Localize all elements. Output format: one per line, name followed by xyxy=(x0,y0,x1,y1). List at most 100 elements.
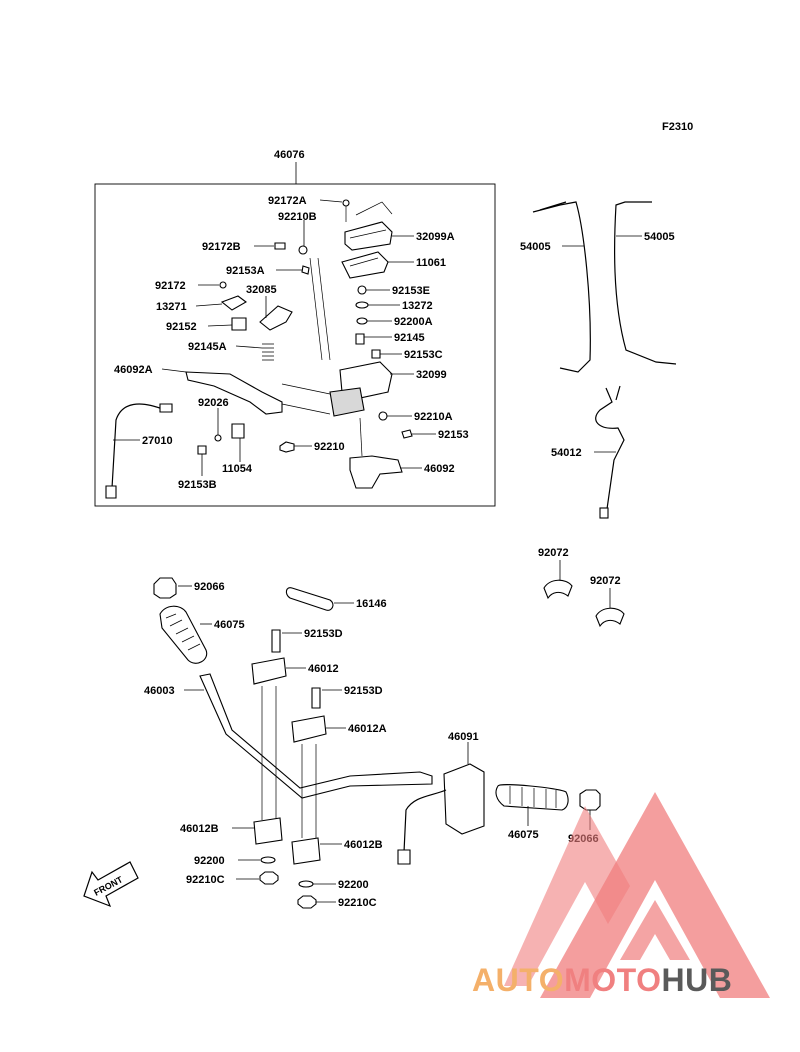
brake-lever-icon xyxy=(185,371,283,415)
part-label: 92153C xyxy=(404,349,443,361)
part-label: 32099 xyxy=(416,369,447,381)
part-label: 11054 xyxy=(222,463,253,475)
part-label: 92200 xyxy=(194,855,225,867)
bracket-icon xyxy=(259,305,293,331)
watermark-moto: MOTO xyxy=(564,962,662,998)
clamp-icon xyxy=(543,579,573,600)
part-label: 92153A xyxy=(226,265,265,277)
clamp-icon xyxy=(595,607,625,628)
part-label: 54005 xyxy=(520,241,551,253)
part-label: 92153B xyxy=(178,479,217,491)
clamp-top-icon xyxy=(291,715,327,743)
part-label: 16146 xyxy=(356,598,387,610)
part-label: 13272 xyxy=(402,300,433,312)
washer-icon xyxy=(298,880,314,888)
part-label: 92200 xyxy=(338,879,369,891)
grip-icon xyxy=(159,605,208,664)
part-label: 92210C xyxy=(186,874,225,886)
part-label: 46075 xyxy=(508,829,539,841)
washer-icon xyxy=(298,245,308,255)
diagram-code: F2310 xyxy=(662,121,693,133)
part-label: 13271 xyxy=(156,301,187,313)
bolt-icon xyxy=(311,687,321,709)
handlebar-icon xyxy=(199,673,433,799)
part-label: 92145A xyxy=(188,341,227,353)
cap-assembly xyxy=(341,199,393,279)
screw-icon xyxy=(219,281,227,289)
throttle-lever-icon xyxy=(349,455,403,489)
bracket-icon xyxy=(231,423,245,439)
switch-icon xyxy=(159,403,173,413)
part-label: 11061 xyxy=(416,257,446,269)
screw-icon xyxy=(371,349,381,359)
throttle-cables xyxy=(532,201,677,519)
nut-icon xyxy=(297,895,317,909)
nut-icon xyxy=(378,411,388,421)
bar-end-icon xyxy=(153,577,177,599)
part-label: 92210B xyxy=(278,211,317,223)
part-label: 92072 xyxy=(590,575,621,587)
connector-icon xyxy=(105,485,117,499)
part-label: 92172B xyxy=(202,241,241,253)
plate-icon xyxy=(220,295,247,311)
grip-icon xyxy=(495,784,569,811)
throttle-wire xyxy=(403,789,447,853)
part-label: 46012 xyxy=(308,663,339,675)
switch-wire xyxy=(111,403,166,489)
part-label: 46003 xyxy=(144,685,175,697)
bolt-icon xyxy=(274,242,286,250)
watermark-auto: AUTO xyxy=(472,962,565,998)
collar-icon xyxy=(231,317,247,331)
part-label: 92152 xyxy=(166,321,197,333)
part-label: 92210C xyxy=(338,897,377,909)
screw-icon xyxy=(197,445,207,455)
part-label: 46012A xyxy=(348,723,387,735)
assembly-frame xyxy=(94,183,496,507)
clamp-bottom-icon xyxy=(291,837,321,865)
part-label: 46012B xyxy=(180,823,219,835)
part-label: 32085 xyxy=(246,284,277,296)
part-label: 92153D xyxy=(304,628,343,640)
part-label: 46091 xyxy=(448,731,479,743)
watermark-text: AUTOMOTOHUB xyxy=(472,962,798,999)
part-label: 92026 xyxy=(198,397,229,409)
leader-lines-box xyxy=(113,199,436,476)
washer-icon xyxy=(214,434,222,442)
part-label: 92210A xyxy=(414,411,453,423)
part-label: 92153E xyxy=(392,285,430,297)
washer-icon xyxy=(356,317,368,325)
sleeve-icon xyxy=(285,587,334,611)
screw-icon xyxy=(357,285,367,295)
clamp-bottom-icon xyxy=(253,817,283,845)
part-label: 92072 xyxy=(538,547,569,559)
piston-icon xyxy=(355,333,365,345)
clamp-top-icon xyxy=(251,657,287,685)
washer-icon xyxy=(260,856,276,864)
grip-pattern xyxy=(509,786,557,808)
part-label: 92066 xyxy=(194,581,225,593)
throttle-housing-icon xyxy=(443,763,485,835)
part-label: 92153D xyxy=(344,685,383,697)
screw-icon xyxy=(301,265,310,275)
watermark-hub: HUB xyxy=(661,962,733,998)
screw-icon xyxy=(401,429,413,439)
part-label: 92172A xyxy=(268,195,307,207)
part-label: 46092 xyxy=(424,463,455,475)
washer-icon xyxy=(355,301,369,309)
bolt-icon xyxy=(271,629,281,653)
front-arrow-icon: FRONT xyxy=(83,861,139,908)
bar-end-icon xyxy=(579,789,601,811)
nut-icon xyxy=(279,441,295,453)
grip-pattern xyxy=(165,613,201,651)
part-label: 46092A xyxy=(114,364,153,376)
connector-icon xyxy=(397,849,411,865)
part-label: 46012B xyxy=(344,839,383,851)
reservoir-icon xyxy=(329,387,365,417)
part-label: 46075 xyxy=(214,619,245,631)
assembly-number: 46076 xyxy=(274,149,305,161)
part-label: 92153 xyxy=(438,429,469,441)
part-label: 92172 xyxy=(155,280,186,292)
part-label: 54012 xyxy=(551,447,582,459)
part-label: 92145 xyxy=(394,332,425,344)
